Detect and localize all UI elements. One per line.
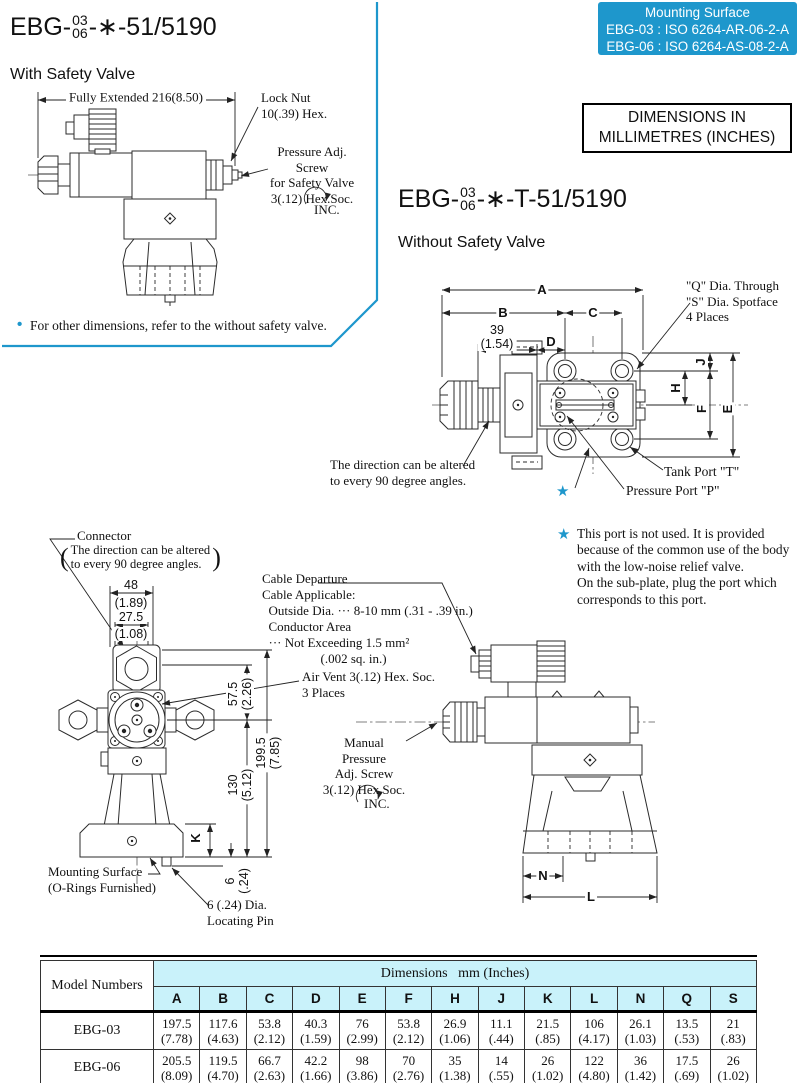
air-vent-label: Air Vent 3(.12) Hex. Soc. 3 Places — [302, 669, 435, 700]
col-k: K — [523, 986, 572, 1013]
tank-port-label: Tank Port "T" — [664, 464, 740, 479]
model-title-without-safety: EBG- 03 06 -∗-T-51/5190 — [398, 184, 627, 214]
table-row: EBG-06 205.5 (8.09) 119.5 (4.70) 66.7 (2… — [40, 1049, 757, 1083]
dim-k: K — [188, 831, 203, 845]
model-prefix: EBG- — [10, 12, 72, 41]
dim-1995: 199.5 (7.85) — [254, 733, 282, 773]
dim-n: N — [536, 868, 550, 883]
q-s-spotface-note: "Q" Dia. Through "S" Dia. Spotface 4 Pla… — [686, 278, 780, 324]
pressure-port-label: Pressure Port "P" — [626, 483, 720, 498]
lock-nut-label: Lock Nut 10(.39) Hex. — [261, 90, 328, 121]
connector-note: ( The direction can be altered to every … — [60, 542, 221, 572]
port-not-used-note: This port is not used. It is provided be… — [577, 526, 790, 607]
col-a: A — [152, 986, 201, 1013]
pressure-adj-screw-label: Pressure Adj. Screw for Safety Valve 3(.… — [269, 144, 355, 206]
mounting-surface-title: Mounting Surface — [645, 5, 750, 20]
table-row: EBG-03 197.5 (7.78) 117.6 (4.63) 53.8 (2… — [40, 1011, 757, 1050]
model-size-stack-2: 03 06 — [460, 184, 476, 213]
dimensions-header: Dimensions mm (Inches) — [153, 960, 757, 987]
dimensions-table: Model Numbers Dimensions mm (Inches) A B… — [40, 955, 757, 1083]
dim-48-in: (1.89) — [111, 596, 151, 610]
dim-c: C — [586, 305, 600, 320]
dim-j: J — [693, 356, 708, 368]
dim-e: E — [720, 402, 735, 416]
col-c: C — [245, 986, 294, 1013]
col-d: D — [292, 986, 340, 1013]
col-l: L — [570, 986, 618, 1013]
direction-note-topview: The direction can be altered to every 90… — [330, 457, 476, 488]
paren-close: ) — [212, 542, 221, 572]
mounting-surface-ebg06: EBG-06 : ISO 6264-AS-08-2-A — [606, 39, 789, 54]
without-safety-subtitle: Without Safety Valve — [398, 234, 546, 251]
dim-575: 57.5 (2.26) — [226, 674, 254, 714]
port-star-marker: ★ — [556, 483, 570, 500]
dim-a: A — [535, 282, 549, 297]
with-safety-subtitle: With Safety Valve — [10, 66, 136, 83]
cable-note: Cable Departure Cable Applicable: Outsid… — [262, 571, 473, 666]
model-suffix: -∗-51/5190 — [88, 13, 217, 41]
col-b: B — [199, 986, 247, 1013]
dim-275: 27.5 — [115, 610, 147, 624]
col-j: J — [477, 986, 526, 1013]
model-ebg03: EBG-03 — [40, 1011, 154, 1050]
col-h: H — [431, 986, 479, 1013]
col-s: S — [709, 986, 757, 1013]
mounting-surface-box: Mounting Surface EBG-03 : ISO 6264-AR-06… — [598, 2, 797, 55]
note-star: ★ — [557, 526, 571, 543]
with-safety-note: For other dimensions, refer to the witho… — [30, 318, 327, 333]
mounting-surface-label: Mounting Surface (O-Rings Furnished) — [48, 864, 156, 895]
col-q: Q — [663, 986, 711, 1013]
dimensions-units-box: DIMENSIONS IN MILLIMETRES (INCHES) — [582, 103, 792, 153]
dim-275-in: (1.08) — [111, 627, 151, 641]
dim-l: L — [585, 889, 597, 904]
dim-130: 130 (5.12) — [226, 765, 254, 805]
col-f: F — [384, 986, 433, 1013]
inc-label-2: INC. — [364, 796, 390, 811]
model-size-stack: 03 06 — [72, 12, 88, 41]
model-numbers-header: Model Numbers — [40, 960, 154, 1013]
dim-b: B — [496, 305, 510, 320]
note-bullet: • — [17, 316, 23, 333]
dim-d: D — [544, 334, 558, 349]
dim-h: H — [668, 381, 683, 395]
col-n: N — [616, 986, 665, 1013]
dim-6: 6 (.24) — [223, 865, 251, 897]
connector-label: Connector — [77, 528, 132, 543]
paren-open: ( — [60, 542, 69, 572]
dim-f: F — [694, 403, 709, 415]
dim-48: 48 — [121, 578, 141, 592]
locating-pin-label: 6 (.24) Dia. Locating Pin — [207, 897, 274, 928]
column-header-row: A B C D E F H J K L N Q S — [41, 986, 757, 1013]
fully-extended-label: Fully Extended 216(8.50) — [66, 89, 206, 105]
inc-label-1: INC. — [314, 202, 340, 217]
model-title-with-safety: EBG- 03 06 -∗-51/5190 — [10, 12, 217, 42]
col-e: E — [338, 986, 386, 1013]
dim-39: 39 (1.54) — [477, 323, 517, 351]
mounting-surface-ebg03: EBG-03 : ISO 6264-AR-06-2-A — [605, 22, 790, 37]
model-ebg06: EBG-06 — [40, 1049, 154, 1083]
manual-pressure-label: Manual Pressure Adj. Screw 3(.12) Hex.So… — [322, 735, 406, 797]
